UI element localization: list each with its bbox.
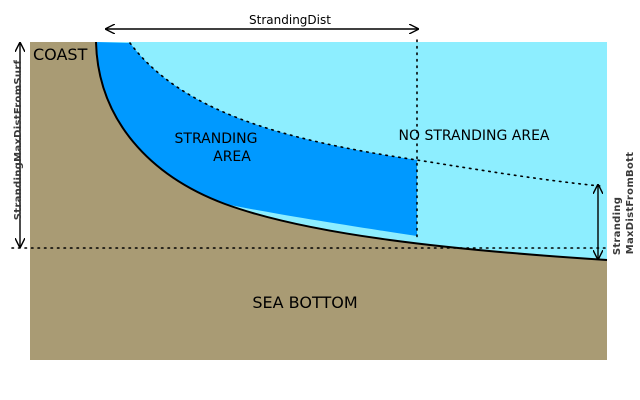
no-stranding-area-label: NO STRANDING AREA — [399, 128, 550, 144]
max-dist-from-bott-label-line2: MaxDistFromBott — [625, 152, 636, 255]
seabed-curve — [95, 41, 608, 261]
stranding-area-label-line1: STRANDING — [175, 131, 258, 147]
stranding-dist-label: StrandingDist — [249, 13, 331, 27]
stranding-area — [96, 42, 417, 236]
max-dist-from-bottom-curve — [129, 42, 601, 187]
max-dist-from-bott-label-line1: Stranding — [612, 197, 623, 255]
sea-bottom-label: SEA BOTTOM — [252, 293, 357, 312]
stranding-area-label-line2: AREA — [213, 149, 251, 165]
coast-label: COAST — [33, 45, 88, 64]
max-dist-from-surf-label: StrandingMaxDistFromSurf — [13, 59, 24, 220]
